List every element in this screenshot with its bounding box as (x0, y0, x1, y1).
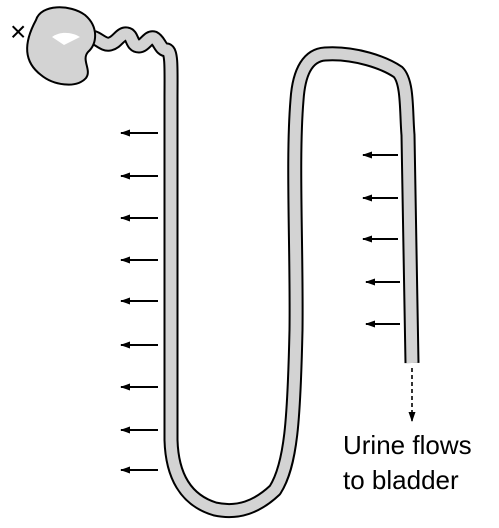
outflow-label-line2: to bladder (343, 465, 459, 495)
right-reabsorption-arrows (363, 155, 400, 324)
outflow-label-line1: Urine flows (343, 430, 472, 460)
marker-x-label: × (10, 16, 26, 47)
left-reabsorption-arrows (121, 133, 158, 470)
glomerular-capsule (27, 7, 95, 84)
